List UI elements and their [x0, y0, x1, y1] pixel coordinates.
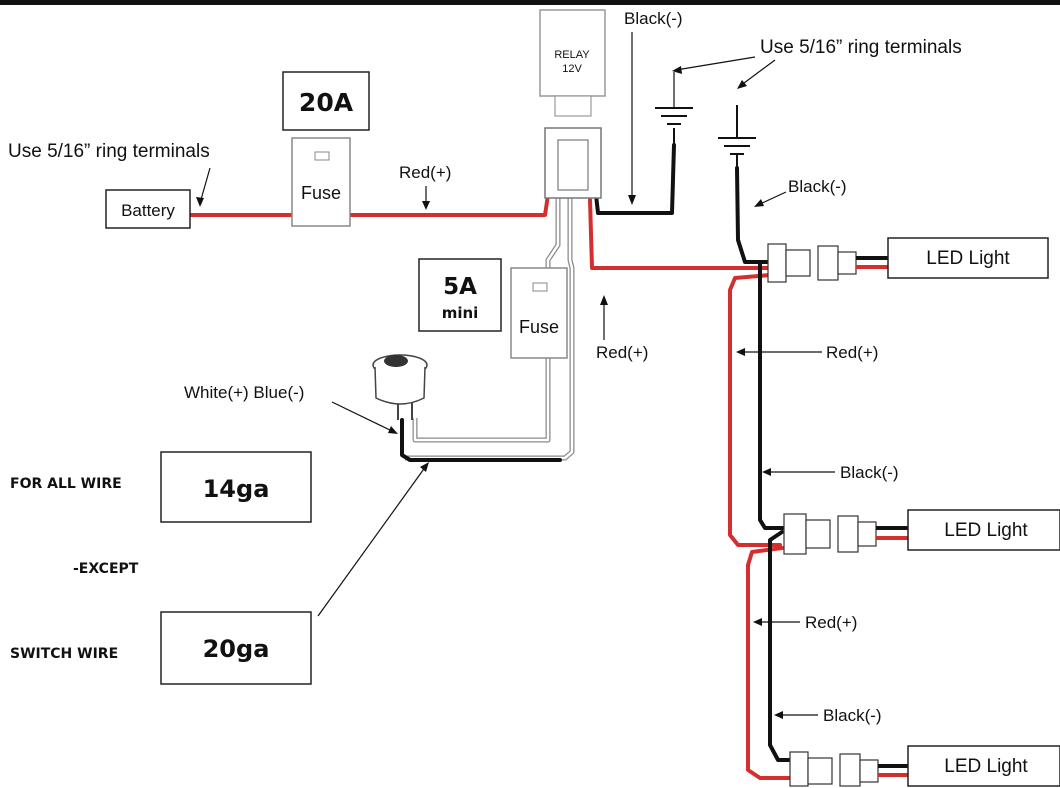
fuse-5a-rating-line2: mini: [442, 304, 479, 322]
arrowhead-black-3: [774, 711, 783, 719]
ground-symbol-2: [718, 105, 756, 168]
black-wire-branch-2: [768, 530, 797, 762]
led-light-1-label: LED Light: [926, 248, 1010, 269]
arrowhead-ring-top-2: [737, 80, 747, 89]
red-plus-relay-label: Red(+): [596, 343, 648, 362]
arrowhead-red-plus-3: [753, 618, 762, 626]
fuse-20a-label: Fuse: [301, 183, 341, 203]
arrow-gauge-switch: [317, 465, 427, 617]
ring-terminals-left-label: Use 5/16” ring terminals: [8, 141, 210, 162]
black-label-2: Black(-): [840, 463, 899, 482]
fuse-5a-rating-box: [418, 258, 502, 332]
led-light-2-label: LED Light: [944, 520, 1028, 541]
black-wire-relay-ground: [594, 143, 676, 215]
black-top-label: Black(-): [624, 9, 683, 28]
black-label-3: Black(-): [823, 706, 882, 725]
battery-label: Battery: [121, 201, 175, 220]
red-plus-label-2: Red(+): [826, 343, 878, 362]
ground-symbol-1: [655, 72, 693, 145]
switch-wire-label: SWITCH WIRE: [10, 646, 118, 662]
top-border: [0, 0, 1060, 5]
except-label: -EXCEPT: [73, 561, 139, 577]
gauge-main-box: [160, 451, 312, 523]
ring-terminals-top-label: Use 5/16” ring terminals: [760, 37, 962, 58]
arrowhead-ring-left: [196, 197, 204, 207]
black-wire-branch-1: [758, 263, 787, 530]
for-all-wire-label: FOR ALL WIRE: [10, 476, 122, 492]
switch-wires-label: White(+) Blue(-): [184, 383, 304, 402]
relay-label-line1: RELAY: [554, 49, 590, 61]
led-light-1: [887, 237, 1049, 279]
gauge-main-value: 14ga: [203, 475, 270, 503]
arrow-ring-left: [199, 167, 211, 204]
relay-label-line2: 12V: [562, 63, 582, 75]
black-wire-ground2-lights: [735, 166, 770, 264]
arrowhead-gauge-switch: [420, 462, 429, 472]
relay-socket: [544, 127, 602, 199]
arrowhead-red-plus-relay: [600, 295, 608, 305]
arrowhead-red-plus-2: [736, 348, 745, 356]
led-light-2: [907, 509, 1060, 551]
fuse-20a-tab: [314, 151, 330, 161]
red-wire-relay-lights: [588, 198, 772, 270]
fuse-20a: [291, 137, 351, 227]
led-light-3: [907, 745, 1060, 787]
red-wire-branch-1: [728, 273, 782, 547]
arrow-switch-wires: [331, 401, 395, 433]
fuse-5a-label: Fuse: [519, 317, 559, 337]
gauge-switch-box: [160, 611, 312, 685]
connector-1: [767, 243, 857, 283]
fuse-5a-rating-line1: 5A: [443, 274, 477, 300]
arrowhead-black-2: [762, 468, 771, 476]
red-plus-label-3: Red(+): [805, 613, 857, 632]
arrow-ring-top-1: [675, 56, 756, 71]
connector-3: [789, 751, 879, 787]
black-ground2-label: Black(-): [788, 177, 847, 196]
black-wire-switch: [400, 418, 562, 462]
red-wire-branch-2: [746, 546, 792, 780]
connector-2: [783, 513, 877, 555]
red-plus-label-1: Red(+): [399, 163, 451, 182]
arrowhead-black-top: [628, 195, 636, 205]
arrowhead-switch-wires: [388, 426, 398, 434]
gauge-switch-value: 20ga: [203, 635, 270, 663]
arrowhead-red-plus-1: [422, 201, 430, 210]
fuse-5a-tab: [532, 282, 548, 292]
red-wire-fuse-relay: [348, 193, 550, 217]
led-light-3-label: LED Light: [944, 756, 1028, 777]
relay-pins: [554, 95, 592, 117]
arrowhead-black-ground2: [754, 199, 764, 207]
arrow-black-ground2: [757, 191, 787, 206]
fuse-5a: [510, 267, 568, 359]
relay-socket-inner: [557, 139, 589, 191]
arrow-ring-top-2: [739, 59, 776, 87]
battery: [105, 189, 191, 229]
fuse-20a-rating: 20A: [299, 88, 354, 117]
rocker-switch: [372, 354, 428, 420]
arrowhead-ring-top-1: [672, 66, 682, 74]
fuse-20a-rating-box: [282, 71, 370, 131]
